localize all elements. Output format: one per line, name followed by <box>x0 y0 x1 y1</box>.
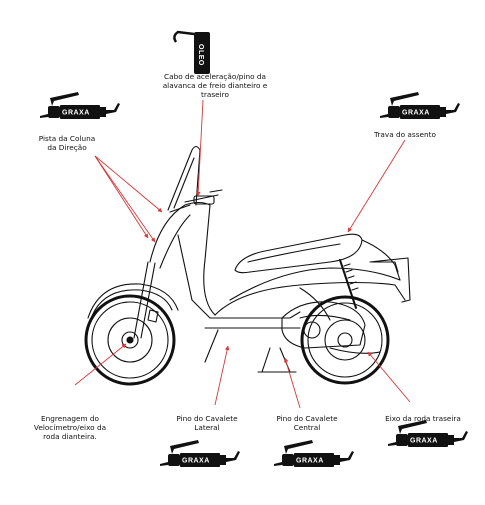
grease-label: GRAXA <box>410 438 438 445</box>
grease-label: GRAXA <box>62 110 90 117</box>
label-steering: Pista da Coluna da Direção <box>22 134 112 152</box>
label-center-stand: Pino do Cavalete Central <box>262 414 352 432</box>
scooter-drawing <box>86 147 410 385</box>
label-rear-axle: Eixo da roda traseira <box>368 414 478 423</box>
label-seat-lock: Trava do assento <box>360 130 450 139</box>
grease-label: GRAXA <box>402 110 430 117</box>
label-accel-cable: Cabo de aceleração/pino da alavanca de f… <box>140 72 290 99</box>
oil-label: OLEO <box>197 44 204 66</box>
label-side-stand: Pino do Cavalete Lateral <box>162 414 252 432</box>
grease-label: GRAXA <box>182 458 210 465</box>
grease-label: GRAXA <box>296 458 324 465</box>
label-speedometer: Engrenagem do Velocímetro/eixo da roda d… <box>20 414 120 441</box>
